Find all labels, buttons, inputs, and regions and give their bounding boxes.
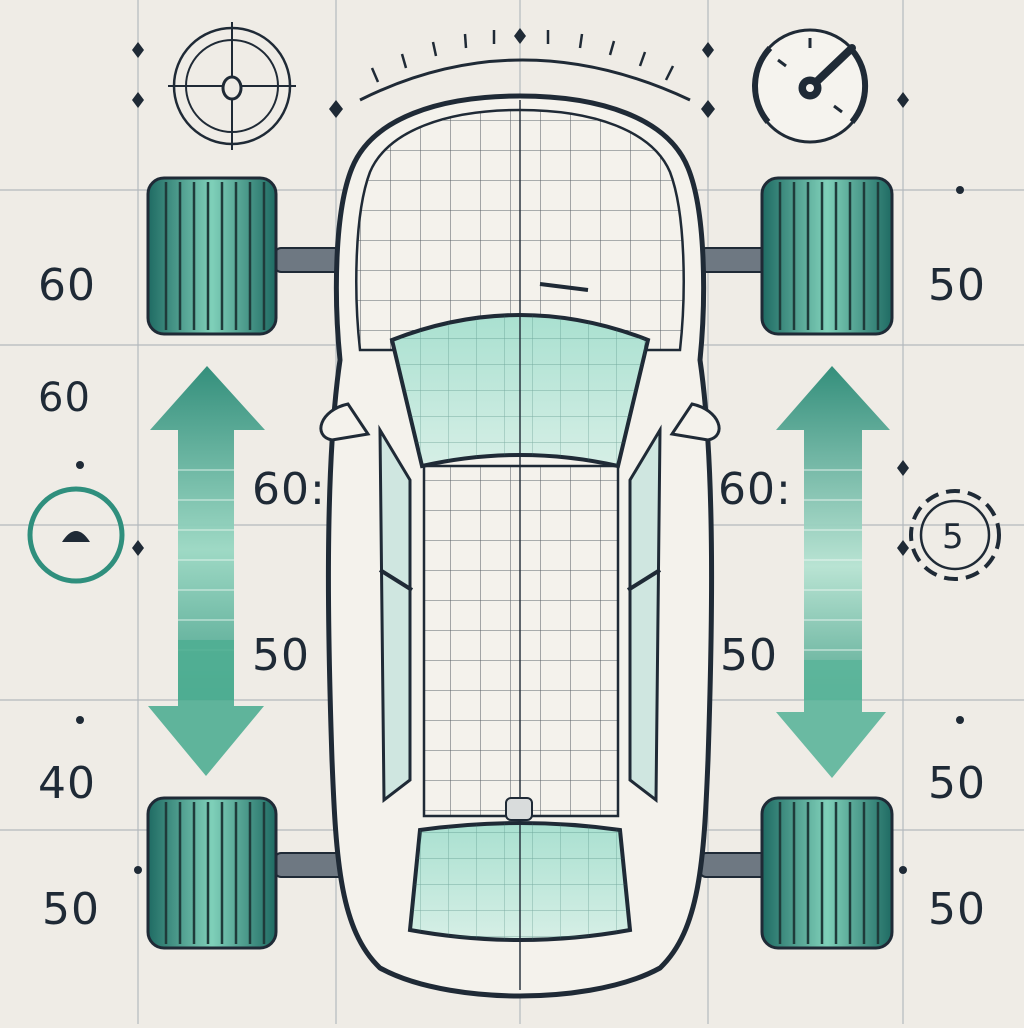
- label-right-top: 50: [928, 260, 986, 311]
- label-right-dial: 5: [942, 517, 965, 557]
- target-icon: [168, 22, 296, 150]
- label-right-bottom: 50: [928, 884, 986, 935]
- tire-front-left: [146, 176, 278, 336]
- dial-icon: [27, 486, 125, 584]
- label-right-inner-top: 60:: [718, 464, 792, 515]
- car-body: [319, 93, 721, 999]
- label-left-second: 60: [38, 375, 91, 421]
- down-arrow-icon: [776, 660, 886, 778]
- label-left-top: 60: [38, 260, 96, 311]
- tire-front-right: [760, 176, 894, 336]
- label-left-inner-bottom: 50: [252, 630, 310, 681]
- top-scale: [359, 30, 691, 102]
- timer-icon: [909, 489, 1001, 581]
- speedometer-icon: [752, 28, 869, 144]
- up-arrow-icon: [776, 366, 890, 700]
- tire-rear-right: [760, 796, 894, 950]
- down-arrow-icon: [148, 640, 264, 776]
- tire-rear-left: [146, 796, 278, 950]
- label-left-inner-top: 60:: [252, 464, 326, 515]
- label-left-lower: 40: [38, 758, 96, 809]
- label-right-inner-bottom: 50: [720, 630, 778, 681]
- label-right-lower: 50: [928, 758, 986, 809]
- label-left-bottom: 50: [42, 884, 100, 935]
